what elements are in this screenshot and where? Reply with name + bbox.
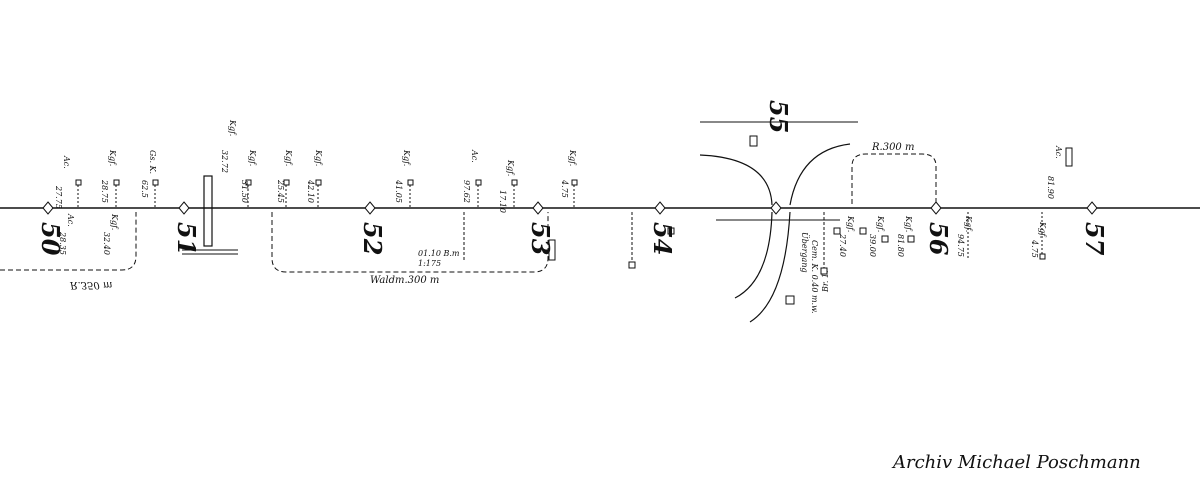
signal-label: Kgf. [228,119,237,136]
signal-label: Kgf. [314,149,323,166]
signal-km: 41.05 [394,179,403,203]
signal-km: 4.75 [560,179,569,198]
signal-km: 94.75 [956,234,965,257]
signal-km: 17.10 [498,190,507,213]
signal-km: 81.80 [896,234,905,257]
siding-curve-left-top [699,154,773,206]
culvert-post [203,175,213,247]
km-label: 52 [358,222,387,255]
signal-km: 42.10 [306,179,315,203]
km-label: 55 [764,100,793,133]
signal-km: 81.90 [1046,176,1055,199]
signal-km: 4.75 [1030,239,1039,258]
signal-km: 27.40 [838,233,847,257]
signal-label: Kgf. [110,213,119,230]
label-curve-a: R.350 m [69,279,112,290]
siding-curve-left-bottom [734,211,773,299]
label-gradient: 1:175 [418,259,441,268]
label-bridge: Br. 1. [821,270,830,293]
label-curve-b: Waldm.300 m [370,275,439,286]
signal-km: 39.00 [868,234,877,257]
signal-km: 31.50 [240,180,249,203]
label-cement: Cem. K. 0.40 m.w. [810,240,819,314]
signal-km: 62.5 [140,180,149,198]
signal-label: Ac. [1054,145,1063,159]
signal-label: Kgf. [876,215,885,232]
curve-bracket-right [851,153,937,204]
siding-curve-right-bottom [749,211,791,323]
curve-bracket-left [0,212,137,271]
km-diamond [532,201,544,215]
km-label: 51 [172,222,201,255]
kilometer-markers: 50 51 52 53 54 55 56 57 [36,100,1109,256]
km-label: 50 [36,222,65,256]
signal-label: Ac. [470,149,479,163]
signal-label: Kgf. [506,159,515,176]
signal-label: Ac. [66,213,75,227]
signal-label: Ac. [62,155,71,169]
signal-km: 27.75 [54,185,63,209]
signal-label: Kgf. [402,149,411,166]
label-curve-c: R.300 m [871,142,914,153]
siding-curve-right-top [789,143,851,206]
label-crossing: Übergang [800,232,809,273]
km-label: 53 [526,222,555,255]
signal-km: 97.62 [462,180,471,203]
km-diamond [42,201,54,215]
km-label: 54 [648,222,677,255]
signal-label: Kgf. [846,215,855,232]
signal-marks [75,135,1073,260]
km-diamond [178,201,190,215]
signal-km: 28.75 [100,179,109,203]
signal-label: Kgf. [284,149,293,166]
label-gradient-sub: 01.10 B.m [418,249,460,258]
signal-km: 28.35 [58,231,67,255]
km-label: 57 [1080,222,1109,256]
lower-marks [463,212,915,305]
km-diamond [1086,201,1098,215]
archive-credit: Archiv Michael Poschmann [893,452,1141,473]
signal-km: 25.45 [276,179,285,203]
signal-label: Kgf. [108,149,117,166]
signal-label: Kgf. [964,215,973,232]
km-label: 56 [924,222,953,256]
signal-label: Kgf. [248,149,257,166]
km-diamond [930,201,942,215]
signal-km: 32.72 [220,150,229,173]
km-diamond [364,201,376,215]
curve-bracket-mid [271,212,549,273]
signal-label: Kgf. [1038,221,1047,238]
signal-label: Kgf. [904,215,913,232]
km-diamond [770,201,782,215]
signal-label: Gs. K. [148,150,157,174]
signal-label: Kgf. [568,149,577,166]
signal-km: 32.40 [102,232,111,255]
km-diamond [654,201,666,215]
